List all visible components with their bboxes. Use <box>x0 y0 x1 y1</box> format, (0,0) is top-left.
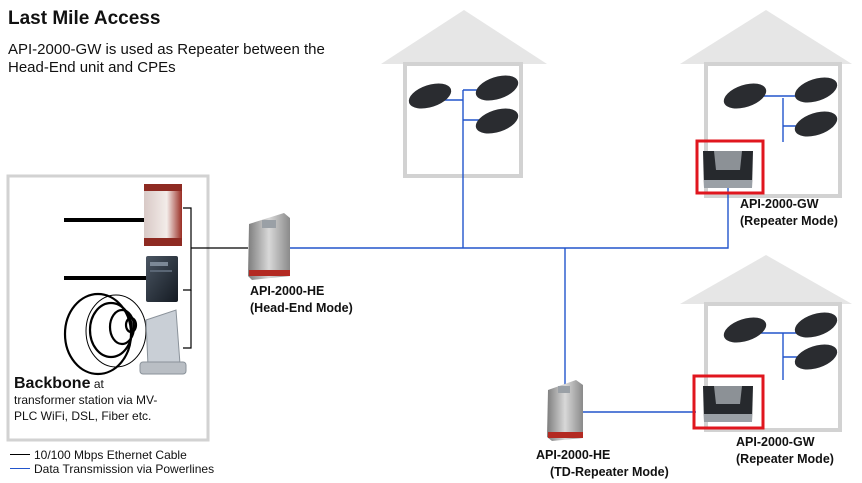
backbone-suffix: at <box>93 377 104 391</box>
head-end-label: API-2000-HE (Head-End Mode) <box>250 283 353 317</box>
cpe-units <box>408 75 838 370</box>
head-end-device-icon <box>248 213 290 280</box>
td-repeater-model: API-2000-HE <box>536 448 611 462</box>
backbone-line-2: transformer station via MV- <box>14 393 158 407</box>
gw-top-model: API-2000-GW <box>740 197 819 211</box>
head-end-model: API-2000-HE <box>250 284 325 298</box>
gw-top-highlight <box>695 139 765 195</box>
page-subtitle: API-2000-GW is used as Repeater between … <box>8 41 325 76</box>
backbone-dsl-modem-icon <box>146 256 178 302</box>
legend-label: 10/100 Mbps Ethernet Cable <box>34 448 187 462</box>
gw-top-mode: (Repeater Mode) <box>740 214 838 228</box>
page-title: Last Mile Access <box>8 8 161 29</box>
gw-top-label: API-2000-GW (Repeater Mode) <box>740 196 838 230</box>
ethernet-lines <box>64 207 248 349</box>
backbone-title: Backbone <box>14 375 91 392</box>
gw-bottom-label: API-2000-GW (Repeater Mode) <box>736 434 834 468</box>
legend-item-powerline: Data Transmission via Powerlines <box>10 462 214 476</box>
cpe-icon <box>794 77 838 103</box>
cpe-icon <box>723 317 767 343</box>
td-repeater-device-icon <box>547 380 583 441</box>
cpe-icon <box>794 111 838 137</box>
legend-swatch-powerline <box>10 468 30 470</box>
house-center <box>381 10 547 178</box>
legend: 10/100 Mbps Ethernet Cable Data Transmis… <box>10 448 214 476</box>
legend-label: Data Transmission via Powerlines <box>34 462 215 476</box>
cpe-icon <box>408 83 452 109</box>
backbone-cabinet-icon <box>144 184 182 246</box>
legend-swatch-ethernet <box>10 454 30 456</box>
cpe-icon <box>475 108 519 134</box>
backbone-caption: Backbone at transformer station via MV- … <box>14 376 214 424</box>
cpe-icon <box>475 75 519 101</box>
gw-bottom-device-icon <box>703 386 753 422</box>
gw-top-device-icon <box>703 151 753 188</box>
td-repeater-label: API-2000-HE (TD-Repeater Mode) <box>536 447 669 481</box>
td-repeater-mode: (TD-Repeater Mode) <box>550 465 669 479</box>
gw-bottom-highlight <box>692 374 765 430</box>
cpe-icon <box>794 312 838 338</box>
backbone-line-3: PLC WiFi, DSL, Fiber etc. <box>14 409 152 423</box>
wireless-antenna-icon <box>63 292 147 376</box>
head-end-mode: (Head-End Mode) <box>250 301 353 315</box>
legend-item-ethernet: 10/100 Mbps Ethernet Cable <box>10 448 214 462</box>
cpe-icon <box>723 83 767 109</box>
backbone-satellite-dish-icon <box>139 309 187 375</box>
gw-bottom-model: API-2000-GW <box>736 435 815 449</box>
cpe-icon <box>794 344 838 370</box>
gw-bottom-mode: (Repeater Mode) <box>736 452 834 466</box>
